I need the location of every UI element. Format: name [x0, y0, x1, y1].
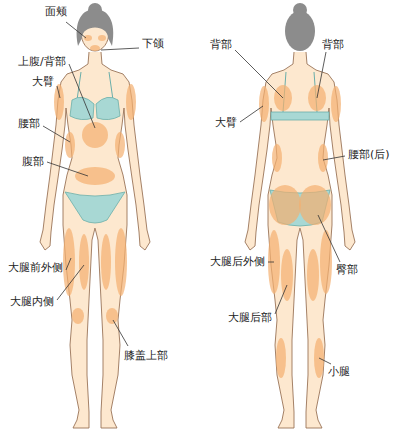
leader-line — [69, 64, 95, 128]
body-left — [245, 52, 300, 428]
part-label: 腰部(后) — [348, 148, 390, 162]
part-label: 背部 — [210, 38, 232, 52]
bra-right — [96, 72, 120, 120]
leader-line — [101, 48, 139, 50]
leader-line — [240, 106, 263, 122]
leader-line — [268, 262, 274, 263]
part-label: 大腿后部 — [228, 311, 272, 325]
part-label: 臀部 — [336, 263, 358, 277]
leader-lines — [43, 22, 345, 364]
part-label: 大腿后外侧 — [210, 255, 265, 269]
leader-line — [317, 52, 326, 98]
body-right — [300, 52, 355, 428]
leader-line — [66, 22, 86, 38]
part-label: 腹部 — [22, 155, 44, 169]
hair — [77, 9, 114, 46]
leader-line — [323, 156, 345, 160]
part-label: 上腹/背部 — [18, 55, 66, 69]
upper-belly-area — [82, 122, 108, 148]
leader-line — [113, 320, 128, 346]
part-label: 大腿前外侧 — [8, 261, 63, 275]
chin-area — [90, 45, 100, 51]
patches-right — [299, 85, 341, 378]
part-label: 大臂 — [32, 75, 54, 89]
back-figure — [245, 3, 355, 428]
part-label: 小腿 — [328, 365, 350, 379]
head-hair — [285, 11, 315, 51]
belly-area — [75, 167, 115, 185]
part-label: 下颌 — [142, 37, 164, 51]
leader-line — [43, 126, 70, 142]
part-label: 面颊 — [45, 5, 67, 19]
bikini-bottom — [65, 192, 125, 223]
leader-line — [57, 86, 60, 98]
leader-line — [47, 162, 88, 176]
patches-left — [259, 85, 301, 378]
bra-band — [271, 112, 329, 120]
part-label: 大臂 — [215, 116, 237, 130]
part-label: 膝盖上部 — [124, 349, 168, 363]
part-label: 腰部 — [18, 117, 40, 131]
leader-line — [318, 215, 340, 262]
part-label: 背部 — [322, 38, 344, 52]
leader-line — [275, 285, 287, 314]
leader-line — [235, 50, 283, 98]
leader-line — [66, 258, 71, 270]
part-label: 大腿内侧 — [10, 295, 54, 309]
leader-line — [319, 358, 331, 364]
